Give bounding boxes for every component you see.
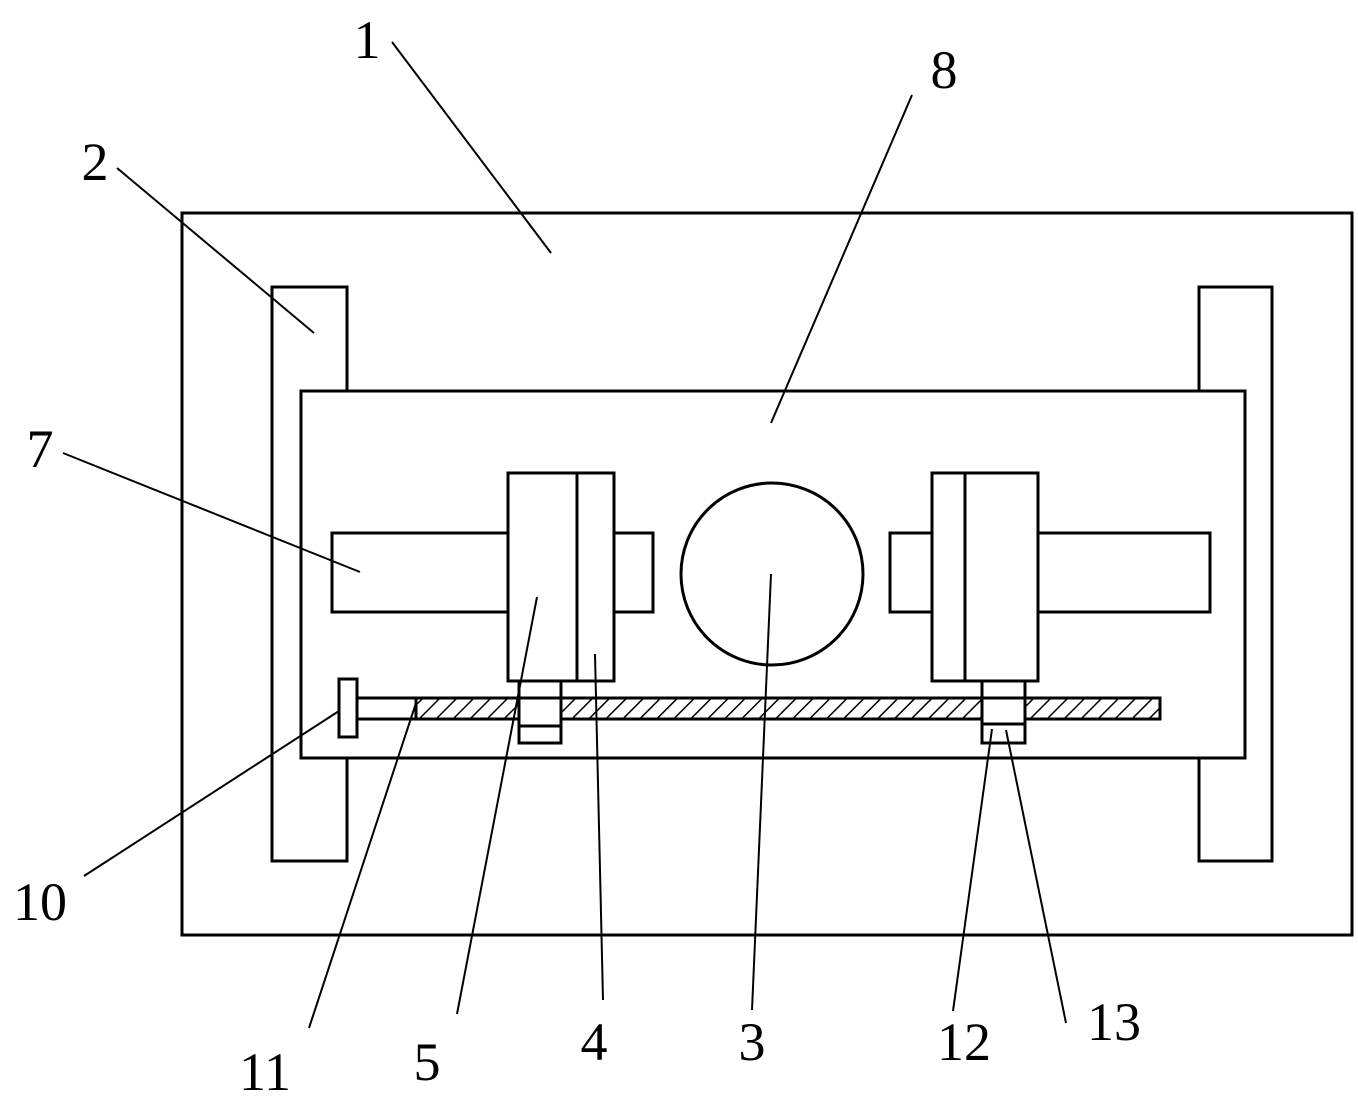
callout-13: 13 (1087, 992, 1141, 1052)
right-arm (1036, 531, 1212, 614)
right-nut-upper (980, 679, 1027, 700)
left-arm-stub (612, 531, 655, 614)
callout-8: 8 (931, 40, 958, 100)
left-nut-upper (517, 679, 563, 700)
callout-12: 12 (937, 1012, 991, 1072)
leader-4 (594, 653, 604, 1001)
leader-3 (751, 573, 772, 1011)
callout-1: 1 (354, 10, 381, 70)
leader-10 (83, 710, 340, 877)
screw-shaft-plain (354, 696, 418, 721)
left-arm (330, 531, 510, 614)
callout-5: 5 (414, 1032, 441, 1092)
leader-1 (391, 41, 552, 254)
right-nut-lower (980, 722, 1027, 745)
left-clamp-block (506, 471, 616, 683)
right-arm-stub (888, 531, 934, 614)
leader-7 (62, 452, 361, 573)
right-nut-middle (980, 696, 1027, 726)
leader-12 (952, 728, 993, 1012)
lead-screw (414, 696, 1162, 721)
leader-8 (770, 94, 913, 424)
leader-5 (456, 596, 538, 1015)
workpiece-circle (679, 481, 865, 667)
leader-2 (116, 167, 315, 334)
leader-13 (1005, 729, 1067, 1024)
callout-2: 2 (82, 132, 109, 192)
callout-4: 4 (581, 1012, 608, 1072)
left-nut-lower (517, 724, 563, 745)
callout-10: 10 (13, 872, 67, 932)
left-nut-middle (517, 696, 563, 728)
hand-knob (337, 677, 359, 739)
callout-11: 11 (239, 1042, 291, 1102)
leader-11 (308, 702, 417, 1029)
callout-3: 3 (739, 1012, 766, 1072)
right-clamp-block (930, 471, 1040, 683)
callout-7: 7 (27, 419, 54, 479)
